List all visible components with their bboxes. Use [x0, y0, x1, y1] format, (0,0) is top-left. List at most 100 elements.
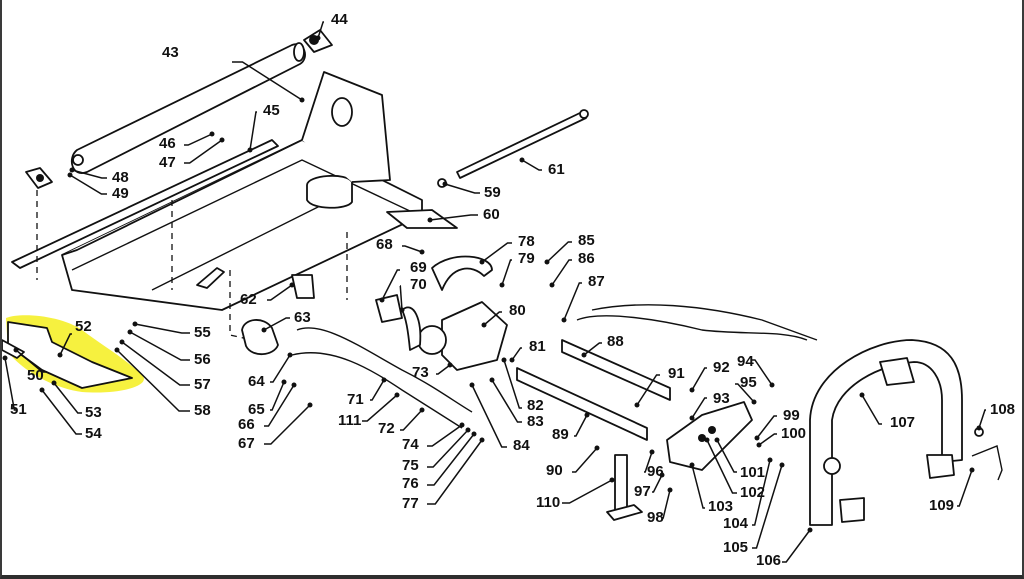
part-marker-92 [689, 387, 695, 393]
callout-label-55: 55 [194, 324, 211, 341]
leader-line-60 [429, 214, 478, 221]
callout-label-65: 65 [248, 401, 265, 418]
part-marker-43 [299, 97, 305, 103]
leader-line-68 [402, 245, 423, 253]
leader-line-55 [134, 323, 190, 334]
leader-line-110 [562, 479, 613, 504]
part-106-hitch-frame [809, 339, 963, 526]
leader-line-46 [184, 133, 213, 146]
callout-label-108: 108 [990, 401, 1015, 418]
callout-label-84: 84 [513, 437, 530, 454]
callout-label-94: 94 [737, 353, 754, 370]
callout-label-111: 111 [338, 412, 361, 429]
part-marker-69 [379, 297, 385, 303]
part-marker-82 [501, 357, 507, 363]
leader-line-56 [129, 331, 190, 361]
part-marker-107 [859, 392, 865, 398]
part-marker-99 [754, 435, 760, 441]
leader-line-111 [362, 394, 398, 422]
leader-line-92 [691, 367, 707, 391]
part-marker-109 [969, 467, 975, 473]
callout-label-96: 96 [647, 463, 664, 480]
callout-label-90: 90 [546, 462, 563, 479]
callout-label-46: 46 [159, 135, 176, 152]
leader-line-101 [716, 439, 737, 473]
leader-line-97 [652, 474, 663, 493]
part-marker-68 [419, 249, 425, 255]
leader-line-69 [381, 269, 400, 301]
leader-line-63 [263, 317, 290, 331]
callout-label-49: 49 [112, 185, 129, 202]
part-marker-105 [779, 462, 785, 468]
part-marker-74 [459, 422, 465, 428]
leader-line-105 [752, 464, 783, 549]
leader-line-72 [400, 409, 423, 431]
callout-label-58: 58 [194, 402, 211, 419]
part-marker-63 [261, 327, 267, 333]
callout-label-95: 95 [740, 374, 757, 391]
callout-label-54: 54 [85, 425, 102, 442]
callout-label-85: 85 [578, 232, 595, 249]
part-marker-60 [427, 217, 433, 223]
part-marker-79 [499, 282, 505, 288]
leader-line-82 [503, 359, 522, 409]
callout-label-71: 71 [347, 391, 364, 408]
callout-label-106: 106 [756, 552, 781, 569]
callout-label-92: 92 [713, 359, 730, 376]
leader-line-91 [636, 374, 660, 406]
callout-label-105: 105 [723, 539, 748, 556]
callout-label-87: 87 [588, 273, 605, 290]
part-marker-97 [659, 472, 665, 478]
part-marker-93 [689, 415, 695, 421]
leader-line-71 [370, 379, 385, 401]
callout-label-100: 100 [781, 425, 806, 442]
leader-line-62 [267, 284, 293, 301]
hose-88b [591, 304, 818, 341]
callout-label-93: 93 [713, 390, 730, 407]
part-marker-55 [132, 321, 138, 327]
part-marker-75 [465, 427, 471, 433]
part-marker-56 [127, 329, 133, 335]
leader-line-96 [644, 451, 653, 473]
callout-label-107: 107 [890, 414, 915, 431]
part-marker-78 [479, 259, 485, 265]
part-marker-59 [442, 181, 448, 187]
leader-line-44 [317, 21, 324, 39]
part-marker-88 [581, 352, 587, 358]
callout-label-78: 78 [518, 233, 535, 250]
leader-line-93 [691, 397, 707, 419]
callout-label-68: 68 [376, 236, 393, 253]
part-marker-52 [57, 352, 63, 358]
hose-88 [576, 315, 808, 341]
leader-line-81 [511, 347, 522, 361]
part-44-bearing [303, 29, 333, 53]
part-marker-108 [976, 425, 982, 431]
callout-label-89: 89 [552, 426, 569, 443]
leader-line-49 [69, 174, 107, 195]
leader-line-87 [563, 282, 582, 321]
callout-label-60: 60 [483, 206, 500, 223]
part-marker-47 [219, 137, 225, 143]
part-marker-70 [399, 307, 405, 313]
part-marker-67 [307, 402, 313, 408]
leader-line-102 [706, 439, 737, 494]
leader-line-58 [116, 349, 190, 412]
callout-label-73: 73 [412, 364, 429, 381]
callout-label-109: 109 [929, 497, 954, 514]
leader-line-45 [249, 111, 257, 151]
callout-label-43: 43 [162, 44, 179, 61]
callout-label-88: 88 [607, 333, 624, 350]
leader-line-76 [427, 433, 475, 486]
callout-label-56: 56 [194, 351, 211, 368]
part-80-gearbox [417, 301, 508, 371]
leader-line-57 [121, 341, 190, 386]
part-marker-104 [767, 457, 773, 463]
side-plate [301, 71, 391, 183]
callout-label-50: 50 [27, 367, 44, 384]
callout-label-81: 81 [529, 338, 546, 355]
part-marker-102 [704, 437, 710, 443]
leader-line-52 [59, 333, 72, 356]
part-marker-106 [807, 527, 813, 533]
part-marker-90 [594, 445, 600, 451]
